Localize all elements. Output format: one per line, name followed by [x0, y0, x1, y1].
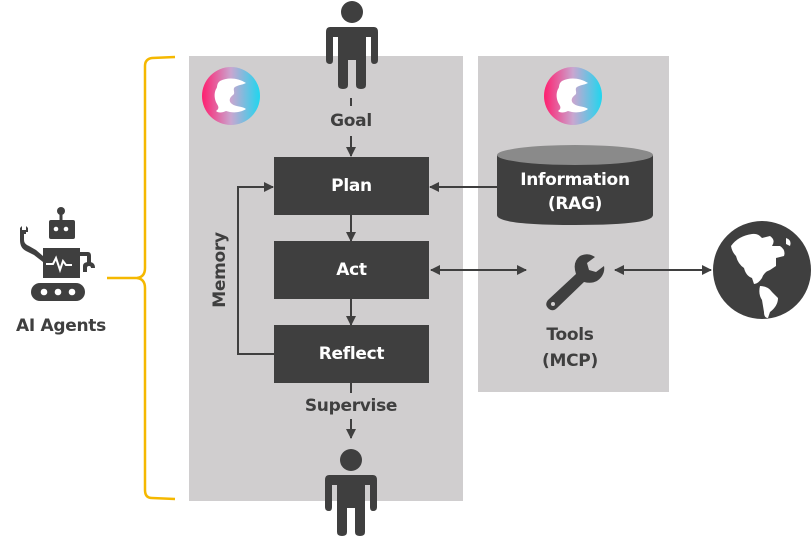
robot-icon — [20, 207, 95, 301]
goal-label: Goal — [330, 111, 372, 131]
tools-label: Tools (MCP) — [520, 322, 620, 374]
tools-title: Tools — [546, 325, 594, 345]
top-person-icon — [326, 1, 378, 89]
reflect-step: Reflect — [274, 325, 429, 383]
plan-step: Plan — [274, 157, 429, 215]
database-icon — [497, 145, 653, 225]
wrench-icon — [546, 254, 605, 311]
memory-loop-arrow — [237, 182, 274, 355]
brand-logo-icon — [544, 67, 602, 125]
brand-logo-icon — [202, 67, 260, 125]
bottom-person-icon — [325, 449, 377, 536]
ai-agents-label: AI Agents — [16, 316, 106, 336]
information-label: Information (RAG) — [497, 168, 653, 216]
information-title: Information — [520, 170, 630, 190]
supervise-label: Supervise — [304, 396, 398, 416]
globe-icon — [713, 221, 811, 319]
act-step: Act — [274, 241, 429, 299]
tools-subtitle: (MCP) — [542, 351, 598, 371]
memory-label: Memory — [210, 232, 230, 308]
brace — [107, 55, 176, 501]
information-subtitle: (RAG) — [547, 194, 603, 214]
